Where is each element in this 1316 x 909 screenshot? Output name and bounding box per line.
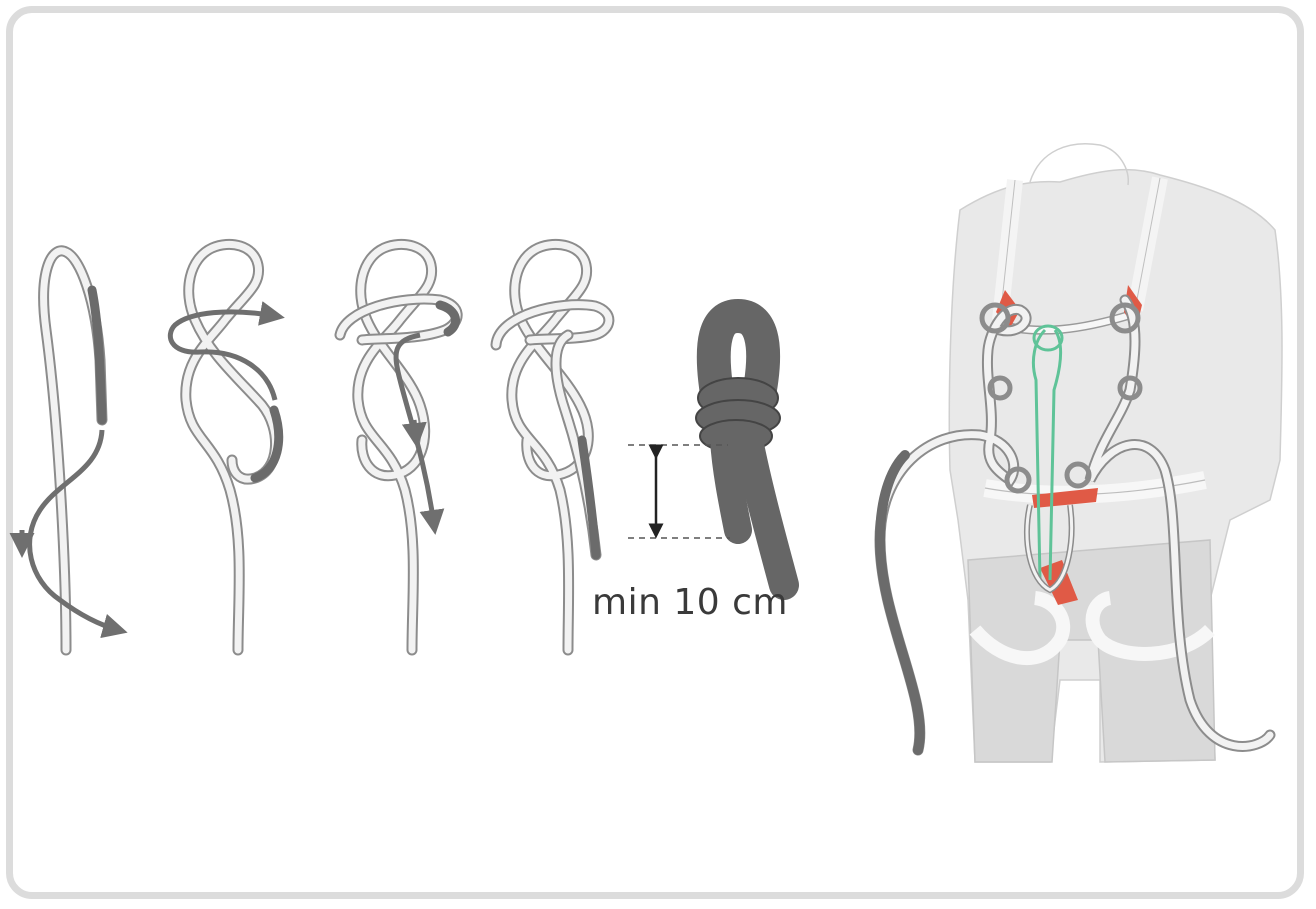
rope-dark-end: [92, 290, 102, 420]
step-3: [340, 244, 457, 650]
climbing-rope-dark: [880, 455, 920, 750]
knot-strand-long: [748, 440, 784, 585]
step-1: [22, 251, 118, 650]
measurement-label: min 10 cm: [592, 582, 788, 623]
rope: [186, 244, 276, 650]
step-5-finished-knot: [696, 316, 784, 585]
harness-illustration: [880, 144, 1282, 762]
arrow-path: [30, 430, 118, 630]
step-2: [170, 244, 278, 650]
knot-strand-tail: [724, 440, 738, 530]
arrow-head-mid: [414, 420, 416, 438]
